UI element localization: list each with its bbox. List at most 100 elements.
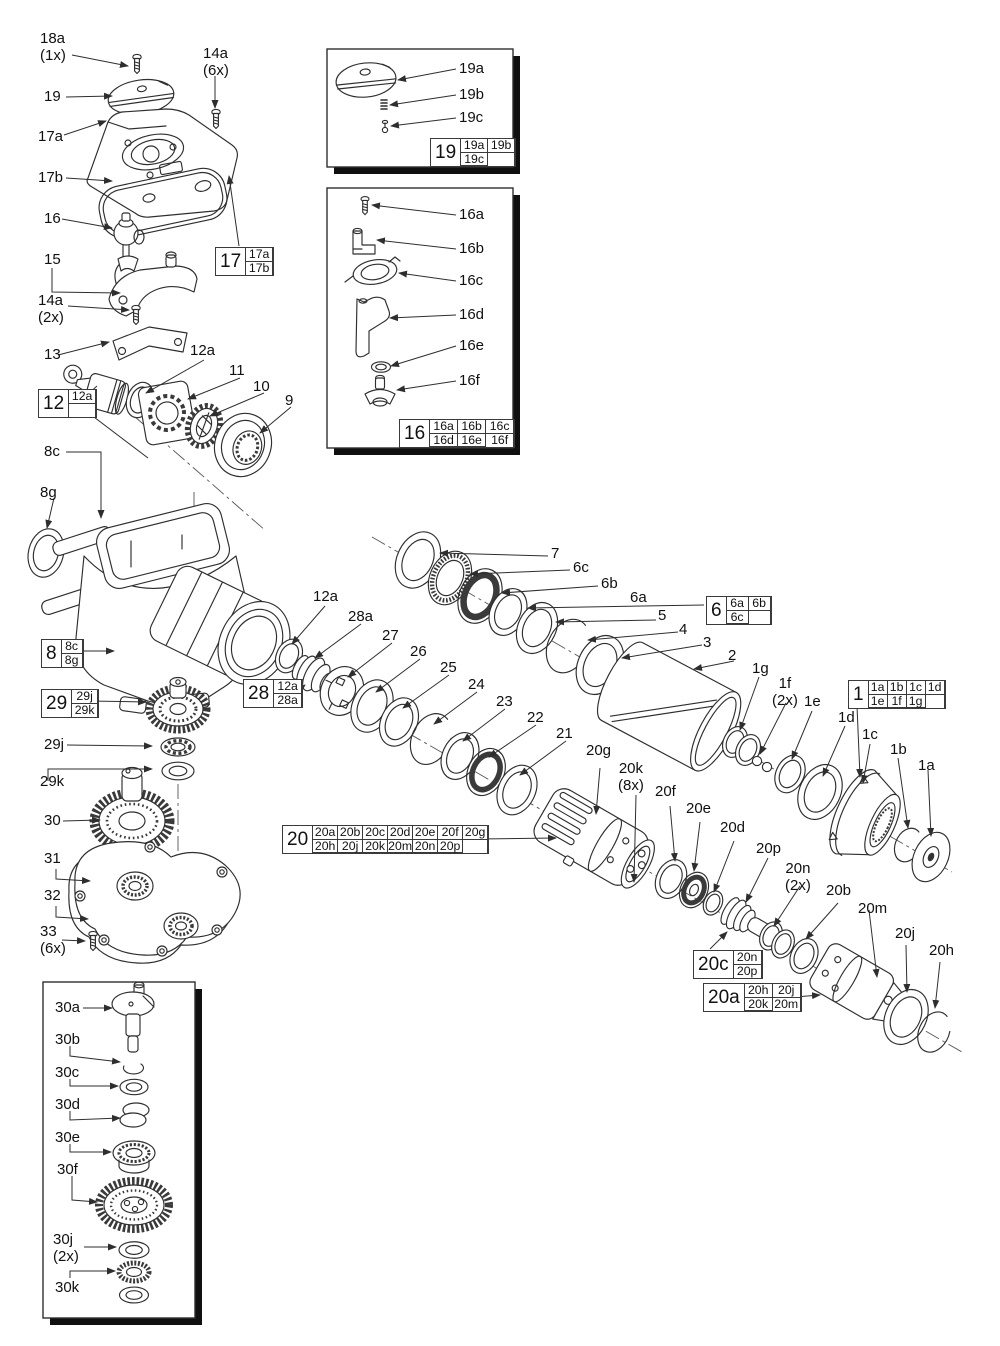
part-30d-races: [119, 1102, 150, 1128]
box-cell: 29j: [72, 689, 99, 704]
box-cell: 20e: [413, 825, 439, 840]
label-1g: 1g: [752, 660, 769, 677]
box-cell: 12a: [274, 679, 303, 694]
label-20j: 20j: [895, 925, 916, 942]
part-16b-bracket: [352, 227, 376, 255]
part-1c-bearing-flange: [828, 769, 901, 856]
part-20p-shaft: [720, 897, 776, 941]
box-cell: 19b: [488, 138, 516, 153]
label-6b: 6b: [601, 575, 618, 592]
label-3: 3: [703, 634, 712, 651]
part-2-cylinder: [596, 641, 742, 772]
label-4: 4: [679, 621, 688, 638]
label-16b: 16b: [459, 240, 485, 257]
box-cell: 20n: [413, 839, 439, 853]
label-25: 25: [440, 659, 457, 676]
part-1a-cover-disc: [911, 831, 951, 883]
box-cell: 20n: [733, 950, 762, 965]
label-30e: 30e: [55, 1129, 81, 1146]
label-30f: 30f: [57, 1161, 78, 1178]
part-19b-spring: [380, 99, 388, 110]
label-28a: 28a: [348, 608, 374, 625]
part-33-screw: [88, 930, 98, 952]
label-1e: 1e: [804, 693, 821, 710]
label-14a-6x: 14a (6x): [203, 45, 229, 79]
box-cell: 17a: [246, 247, 274, 262]
label-30a: 30a: [55, 999, 81, 1016]
label-26: 26: [410, 643, 427, 660]
part-30a-crank: [111, 981, 155, 1053]
label-15: 15: [44, 251, 61, 268]
label-12a-top: 12a: [190, 342, 216, 359]
label-30c: 30c: [55, 1064, 80, 1081]
part-16f-valve: [364, 374, 396, 407]
box-cell-empty: [488, 152, 516, 166]
box-number: 17: [220, 250, 242, 272]
label-10: 10: [253, 378, 270, 395]
label-20m: 20m: [858, 900, 888, 917]
part-9-bearing: [213, 412, 273, 478]
label-5: 5: [658, 607, 667, 624]
part-19c-pin: [381, 119, 389, 134]
box-cell: 1f: [887, 694, 907, 708]
inset-box-30: [42, 981, 202, 1325]
part-30j-washer: [118, 1240, 150, 1260]
part-29-fan-gear: [145, 676, 211, 734]
label-30: 30: [44, 812, 61, 829]
label-9: 9: [285, 392, 294, 409]
box-cell: 16a: [430, 419, 459, 434]
box-cell: 16c: [486, 419, 515, 434]
label-33: 33 (6x): [40, 923, 66, 957]
label-19: 19: [44, 88, 61, 105]
part-30b-ring: [122, 1063, 145, 1075]
box-cell: 20g: [463, 825, 489, 840]
box-cell: 19a: [461, 138, 489, 153]
label-1c: 1c: [862, 726, 878, 743]
part-13-plate: [112, 326, 188, 361]
box-number: 16: [404, 422, 426, 444]
label-32: 32: [44, 887, 61, 904]
part-20e-bearing: [678, 871, 710, 909]
label-1f: 1f (2x): [772, 675, 798, 709]
label-20n: 20n (2x): [785, 860, 811, 894]
label-27: 27: [382, 627, 399, 644]
box-cell: 16b: [458, 419, 487, 434]
part-30j-washer-2: [118, 1286, 150, 1304]
part-29k-washer: [161, 761, 195, 781]
label-6a: 6a: [630, 589, 647, 606]
label-23: 23: [496, 693, 513, 710]
label-20f: 20f: [655, 783, 676, 800]
label-30d: 30d: [55, 1096, 81, 1113]
label-19a: 19a: [459, 60, 485, 77]
label-20g: 20g: [586, 742, 612, 759]
label-8c: 8c: [44, 443, 60, 460]
part-18a-screw: [132, 53, 142, 75]
box-number: 28: [248, 682, 270, 704]
box-cell: 6a: [726, 596, 749, 611]
part-1f-balls: [751, 755, 773, 773]
box-cell: 20k: [744, 997, 773, 1011]
box-cell: 20k: [363, 839, 389, 853]
box-cell: 1a: [868, 680, 888, 695]
label-20b: 20b: [826, 882, 852, 899]
box-cells: 12a: [68, 389, 97, 417]
part-20g-spindle: [533, 788, 655, 889]
part-30c-washer: [119, 1078, 149, 1096]
label-14a-2x: 14a (2x): [38, 292, 64, 326]
part-16c-ring-lever: [344, 256, 401, 285]
box-number: 20a: [708, 986, 740, 1008]
box-number: 6: [711, 599, 722, 621]
part-30f-bevel-gear: [95, 1177, 173, 1233]
label-30k: 30k: [55, 1279, 80, 1296]
